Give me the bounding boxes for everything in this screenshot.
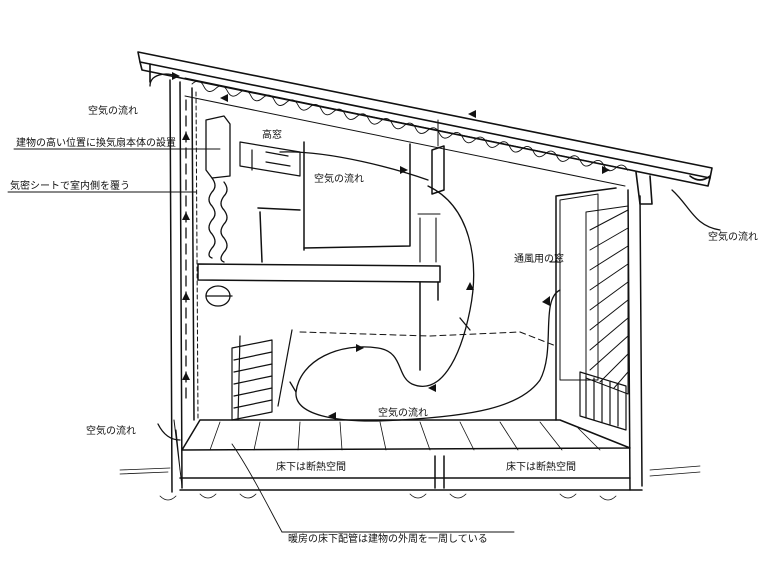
main-floor (119, 419, 701, 501)
label-underfloor-left: 床下は断熱空間 (276, 460, 346, 473)
label-heating-pipe: 暖房の床下配管は建物の外周を一周している (288, 532, 488, 545)
label-airtight-sheet: 気密シートで室内側を覆う (10, 179, 130, 192)
fan-unit (205, 115, 233, 307)
arrowheads (172, 72, 610, 420)
right-wall (555, 187, 643, 491)
label-air-flow-roof-right: 空気の流れ (708, 230, 758, 243)
label-fan-position: 建物の高い位置に換気扇本体の設置 (16, 136, 176, 149)
roof (137, 51, 713, 205)
high-window (239, 141, 301, 177)
label-air-flow-upper: 空気の流れ (314, 172, 364, 185)
stairs (231, 329, 293, 421)
label-air-flow-wall-left: 空気の流れ (86, 424, 136, 437)
loft-floor (197, 119, 445, 371)
leader-lines (7, 148, 561, 533)
air-flow-paths (149, 73, 721, 441)
label-air-flow-floor: 空気の流れ (378, 406, 428, 419)
label-vent-window: 通風用の窓 (514, 252, 564, 265)
label-high-window: 高窓 (262, 128, 282, 141)
radiator (579, 371, 627, 431)
floor-outline (299, 331, 557, 347)
label-air-flow-roof-left: 空気の流れ (88, 104, 138, 117)
label-underfloor-right: 床下は断熱空間 (506, 460, 576, 473)
vent-window-glass (585, 205, 629, 395)
